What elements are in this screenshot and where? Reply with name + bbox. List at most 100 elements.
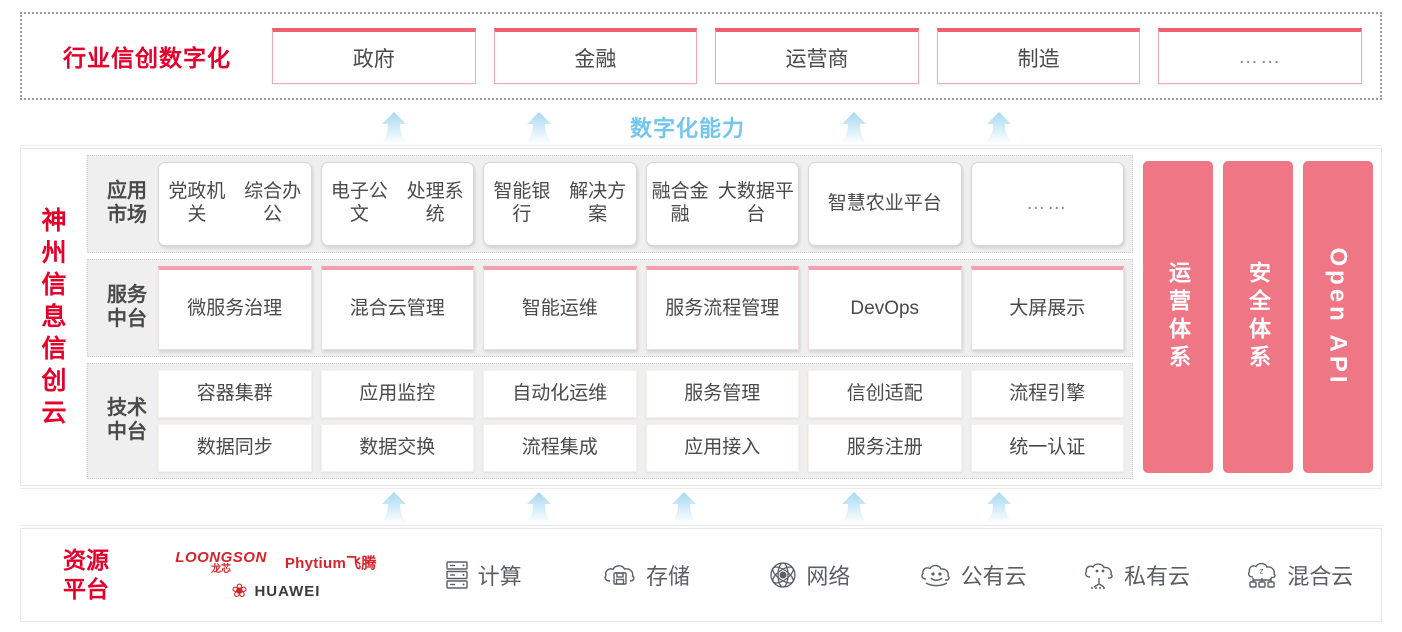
pillar-label: 安全体系 [1246, 261, 1271, 373]
vendor-logo-group: LOONGSON 龙芯 Phytium飞腾 ❀ HUAWEI [151, 550, 401, 601]
pillar-operations-system[interactable]: 运营体系 [1143, 161, 1213, 473]
resource-item-label: 公有云 [960, 564, 1027, 589]
card-svc-smart-ops[interactable]: 智能运维 [483, 266, 637, 350]
row-label-line: 市场 [107, 204, 147, 226]
card-tech-service-mgmt[interactable]: 服务管理 [645, 370, 799, 418]
loongson-logo: LOONGSON 龙芯 [175, 550, 267, 575]
pillar-open-api[interactable]: Open API [1303, 161, 1373, 473]
resource-item-compute[interactable]: 计算 [401, 559, 564, 591]
cloud-storage-icon [602, 561, 638, 589]
row-label-line: 技术 [107, 397, 147, 420]
cloud-rows: 应用 市场 党政机关综合办公 电子公文处理系统 智能银行解决方案 融合金融大数据… [87, 155, 1133, 479]
card-svc-process-mgmt[interactable]: 服务流程管理 [645, 266, 799, 350]
row-label-app-market: 应用 市场 [96, 180, 158, 227]
pillar-label: Open API [1325, 247, 1352, 387]
resource-item-label: 私有云 [1123, 564, 1190, 589]
card-app-fintech-bigdata[interactable]: 融合金融大数据平台 [645, 162, 799, 246]
cloud-title-char: 州 [41, 239, 67, 267]
resource-item-private-cloud[interactable]: 私有云 [1054, 559, 1217, 591]
card-tech-xinchuang-adapt[interactable]: 信创适配 [808, 370, 962, 418]
cloud-title-char: 创 [41, 367, 67, 395]
vendor-logo-row-bottom: ❀ HUAWEI [232, 582, 321, 601]
resource-item-label: 混合云 [1287, 564, 1354, 589]
huawei-logo: ❀ HUAWEI [232, 582, 321, 601]
card-app-edoc-system[interactable]: 电子公文处理系统 [320, 162, 474, 246]
card-svc-hybrid-cloud-mgmt[interactable]: 混合云管理 [320, 266, 474, 350]
row-tech-cards: 容器集群 应用监控 自动化运维 服务管理 信创适配 流程引擎 数据同步 数据交换… [158, 370, 1124, 472]
capability-label: 数字化能力 [630, 116, 746, 141]
card-svc-microservice-governance[interactable]: 微服务治理 [158, 266, 312, 350]
up-arrow-icon [375, 111, 413, 145]
up-arrow-icon [520, 491, 558, 525]
card-tech-data-sync[interactable]: 数据同步 [158, 424, 312, 472]
pillar-label: 运营体系 [1166, 261, 1191, 373]
cloud-title-char: 云 [41, 399, 67, 427]
huawei-logo-text: HUAWEI [254, 582, 321, 600]
row-label-line: 服务 [107, 284, 147, 307]
resource-item-label: 存储 [645, 564, 690, 589]
network-mesh-icon [768, 560, 798, 590]
card-tech-app-access[interactable]: 应用接入 [645, 424, 799, 472]
server-icon [444, 560, 470, 590]
industry-card-more[interactable]: …… [1158, 28, 1362, 84]
resource-item-network[interactable]: 网络 [728, 559, 891, 591]
card-tech-automated-ops[interactable]: 自动化运维 [483, 370, 637, 418]
up-arrow-icon [980, 491, 1018, 525]
tech-cards-bottom-row: 数据同步 数据交换 流程集成 应用接入 服务注册 统一认证 [158, 424, 1124, 472]
card-tech-app-monitoring[interactable]: 应用监控 [320, 370, 474, 418]
resource-title-line: 资源 [63, 547, 109, 574]
industry-card-telecom[interactable]: 运营商 [715, 28, 919, 84]
resource-item-label: 网络 [806, 564, 851, 589]
resource-platform-section: 资源 平台 LOONGSON 龙芯 Phytium飞腾 ❀ HUAWEI [20, 528, 1382, 622]
cloud-title-char: 神 [41, 207, 67, 235]
up-arrow-icon [375, 491, 413, 525]
row-service-cards: 微服务治理 混合云管理 智能运维 服务流程管理 DevOps 大屏展示 [158, 266, 1124, 350]
industry-card-government[interactable]: 政府 [272, 28, 476, 84]
card-svc-devops[interactable]: DevOps [808, 266, 962, 350]
row-app-market-cards: 党政机关综合办公 电子公文处理系统 智能银行解决方案 融合金融大数据平台 智慧农… [158, 162, 1124, 246]
phytium-logo: Phytium飞腾 [284, 554, 377, 572]
cloud-platform-title: 神 州 信 息 信 创 云 [21, 149, 87, 485]
resource-item-public-cloud[interactable]: 公有云 [891, 559, 1054, 591]
loongson-logo-en: LOONGSON [175, 548, 267, 566]
card-tech-unified-auth[interactable]: 统一认证 [970, 424, 1124, 472]
resource-title-line: 平台 [63, 576, 109, 602]
card-tech-process-engine[interactable]: 流程引擎 [970, 370, 1124, 418]
card-tech-data-exchange[interactable]: 数据交换 [320, 424, 474, 472]
private-cloud-icon [1082, 560, 1116, 590]
row-label-tech-platform: 技术 中台 [96, 397, 158, 444]
cloud-title-char: 信 [41, 335, 67, 363]
row-service-platform: 服务 中台 微服务治理 混合云管理 智能运维 服务流程管理 DevOps 大屏展… [87, 259, 1133, 357]
card-tech-container-cluster[interactable]: 容器集群 [158, 370, 312, 418]
row-app-market: 应用 市场 党政机关综合办公 电子公文处理系统 智能银行解决方案 融合金融大数据… [87, 155, 1133, 253]
cloud-body: 应用 市场 党政机关综合办公 电子公文处理系统 智能银行解决方案 融合金融大数据… [87, 149, 1381, 485]
card-svc-dashboard[interactable]: 大屏展示 [970, 266, 1124, 350]
industry-title: 行业信创数字化 [63, 45, 231, 71]
card-app-more[interactable]: …… [970, 162, 1124, 246]
resource-item-hybrid-cloud[interactable]: z 混合云 [1218, 559, 1381, 591]
card-app-smart-bank[interactable]: 智能银行解决方案 [483, 162, 637, 246]
industry-card-finance[interactable]: 金融 [493, 28, 698, 84]
up-arrow-icon [835, 491, 873, 525]
up-arrow-icon [520, 111, 558, 145]
cloud-platform-section: 神 州 信 息 信 创 云 应用 市场 党政机关综合办公 电子公文处理系统 [20, 148, 1382, 486]
card-tech-process-integration[interactable]: 流程集成 [483, 424, 637, 472]
tech-cards-top-row: 容器集群 应用监控 自动化运维 服务管理 信创适配 流程引擎 [158, 370, 1124, 418]
up-arrow-icon [835, 111, 873, 145]
resource-item-label: 计算 [477, 564, 522, 589]
capability-arrow-band: 数字化能力 [20, 104, 1382, 146]
public-cloud-icon [919, 561, 953, 589]
pillar-security-system[interactable]: 安全体系 [1223, 161, 1293, 473]
card-tech-service-registry[interactable]: 服务注册 [808, 424, 962, 472]
resource-item-storage[interactable]: 存储 [564, 559, 727, 591]
resource-item-list: 计算 存储 [401, 559, 1381, 591]
row-tech-platform: 技术 中台 容器集群 应用监控 自动化运维 服务管理 信创适配 流程引擎 [87, 363, 1133, 479]
up-arrow-icon [980, 111, 1018, 145]
loongson-logo-cn: 龙芯 [211, 563, 232, 575]
svg-text:z: z [1260, 567, 1264, 576]
card-app-smart-agriculture[interactable]: 智慧农业平台 [808, 162, 962, 246]
resource-arrow-band [20, 488, 1382, 526]
industry-card-manufacturing[interactable]: 制造 [936, 28, 1141, 84]
card-app-gov-office[interactable]: 党政机关综合办公 [158, 162, 312, 246]
row-label-line: 中台 [107, 421, 147, 443]
